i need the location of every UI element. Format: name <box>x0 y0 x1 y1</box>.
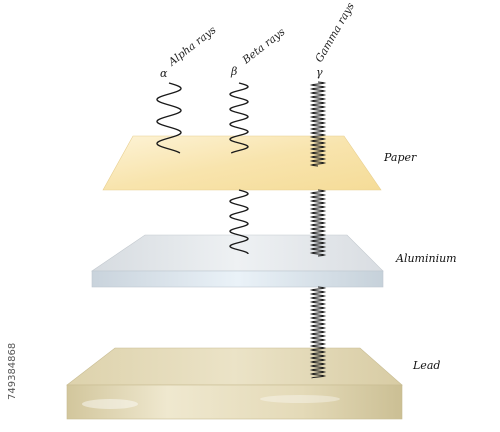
alpha-symbol: α <box>160 67 168 80</box>
ray-paths <box>156 81 327 379</box>
lead-top-face <box>66 347 403 386</box>
gamma-ray-wave-upper <box>309 81 327 167</box>
gamma-ray-wave-lower <box>309 286 327 379</box>
beta-ray-wave-upper <box>229 82 249 154</box>
watermark-id: 749384868 <box>7 343 18 400</box>
lead-front-face <box>66 384 403 420</box>
aluminium-sheet <box>91 234 384 288</box>
gamma-symbol: γ <box>316 66 323 79</box>
aluminium-top-face <box>91 234 384 272</box>
gamma-ray-label: Gamma rays <box>313 0 357 64</box>
lead-sheet <box>66 347 403 420</box>
paper-label: Paper <box>383 151 417 164</box>
beta-ray-label: Beta rays <box>240 26 288 67</box>
aluminium-label: Aluminium <box>395 252 457 265</box>
aluminium-front-face <box>91 270 384 288</box>
alpha-ray-label: Alpha rays <box>166 24 219 69</box>
beta-symbol: β <box>230 65 237 78</box>
gamma-ray-wave-middle <box>309 189 327 257</box>
beta-ray-wave-lower <box>229 189 249 254</box>
alpha-ray-wave <box>156 82 182 154</box>
lead-label: Lead <box>412 359 440 372</box>
